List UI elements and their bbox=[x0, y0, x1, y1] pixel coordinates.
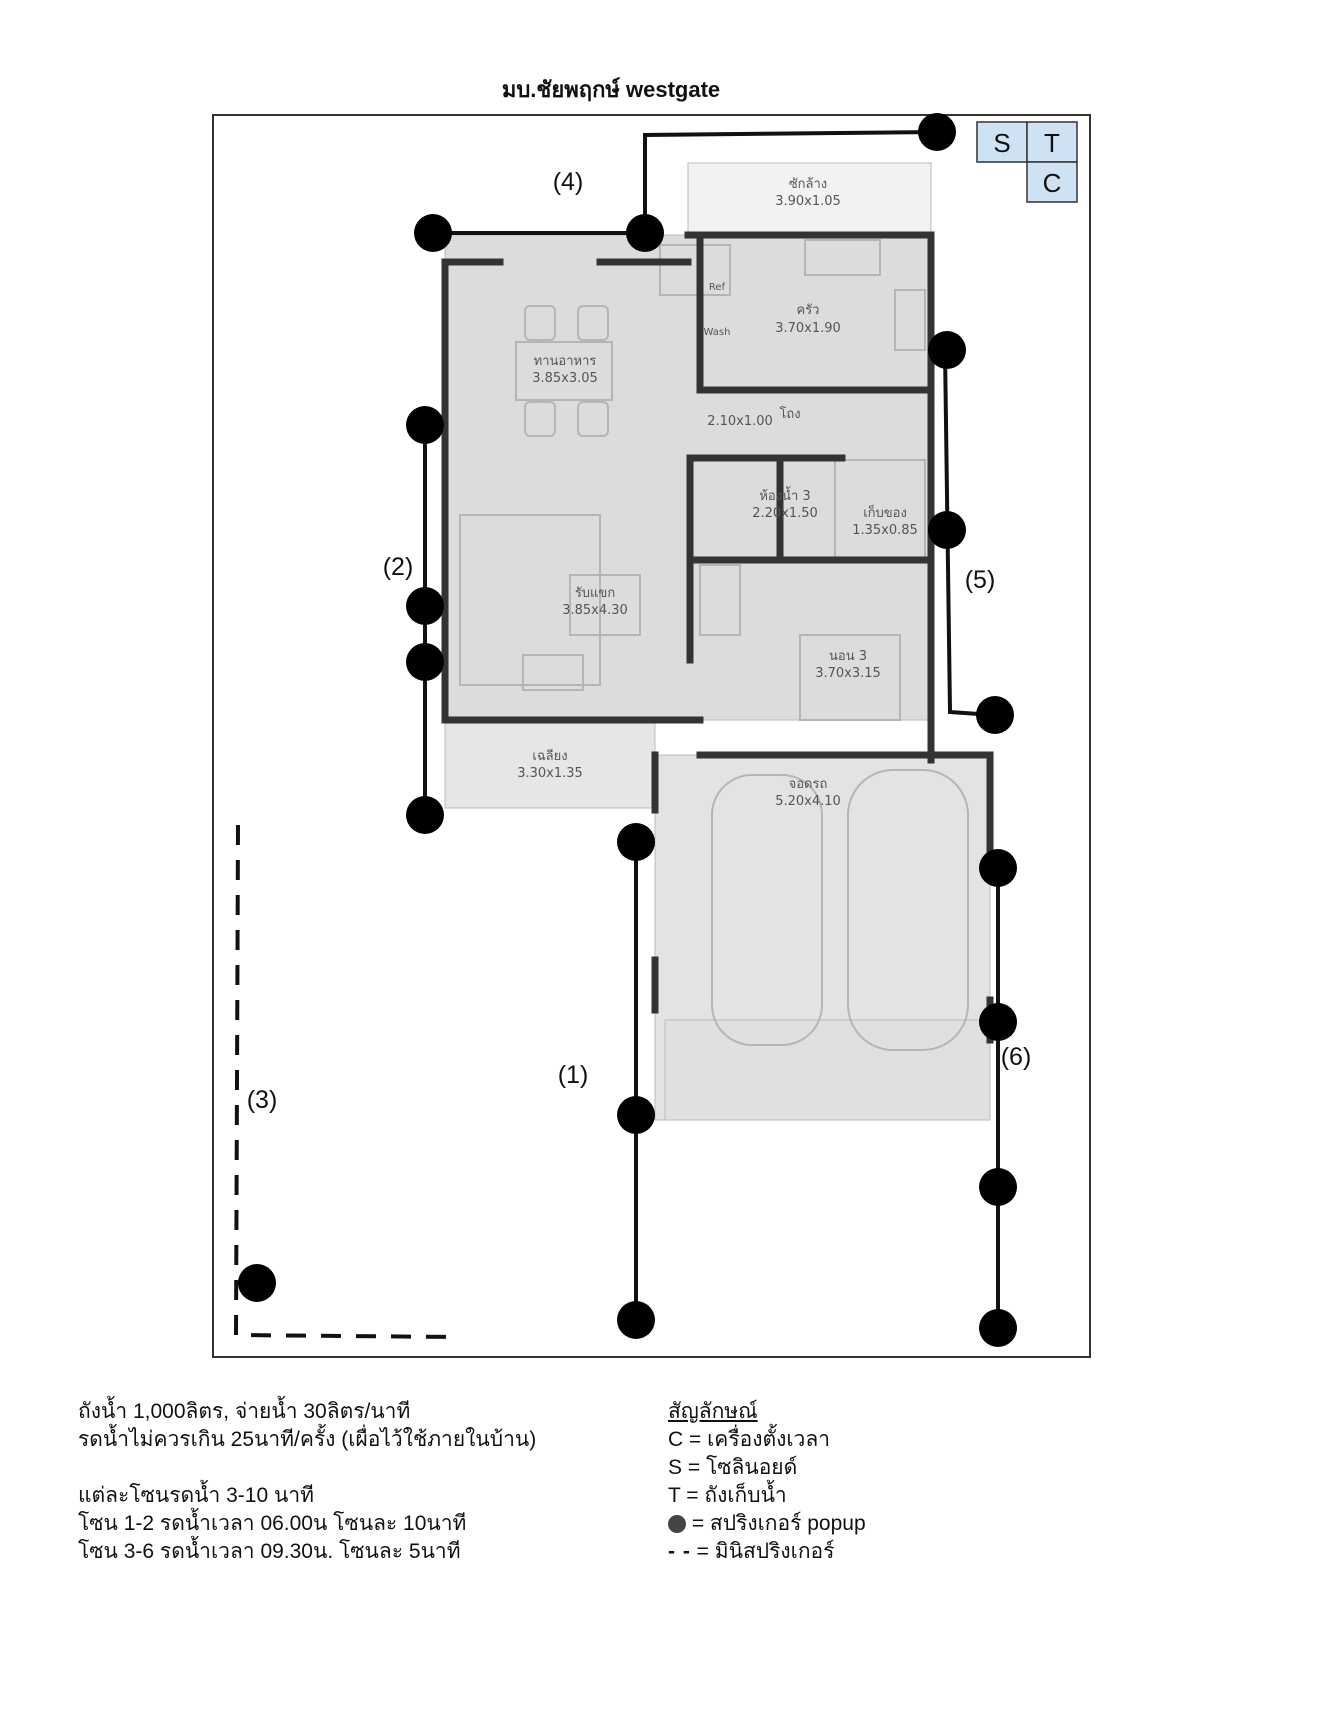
svg-text:2.10x1.00: 2.10x1.00 bbox=[707, 414, 773, 429]
room-labels: ซักล้าง 3.90x1.05 ครัว 3.70x1.90 ทานอาหา… bbox=[517, 177, 918, 809]
zone-label-5: (5) bbox=[965, 566, 996, 594]
svg-text:3.85x3.05: 3.85x3.05 bbox=[532, 371, 598, 386]
note-line bbox=[78, 1454, 536, 1482]
note-line: แต่ละโซนรดน้ำ 3-10 นาที bbox=[78, 1484, 314, 1507]
sprinkler bbox=[979, 1309, 1017, 1347]
legend-popup-label: = สปริงเกอร์ popup bbox=[686, 1512, 866, 1535]
sprinkler bbox=[406, 587, 444, 625]
legend-item-popup: = สปริงเกอร์ popup bbox=[668, 1510, 866, 1538]
svg-text:ทานอาหาร: ทานอาหาร bbox=[534, 354, 597, 369]
svg-text:Wash: Wash bbox=[704, 327, 731, 338]
sprinkler bbox=[928, 331, 966, 369]
popup-sprinklers bbox=[238, 113, 1017, 1347]
svg-text:3.85x4.30: 3.85x4.30 bbox=[562, 603, 628, 618]
svg-text:1.35x0.85: 1.35x0.85 bbox=[852, 523, 918, 538]
svg-text:2.20x1.50: 2.20x1.50 bbox=[752, 506, 818, 521]
svg-text:ซักล้าง: ซักล้าง bbox=[789, 177, 827, 192]
svg-text:เก็บของ: เก็บของ bbox=[863, 503, 907, 521]
svg-text:Ref: Ref bbox=[709, 282, 726, 293]
terrace-floor bbox=[444, 719, 656, 809]
svg-text:3.90x1.05: 3.90x1.05 bbox=[775, 194, 841, 209]
sprinkler bbox=[617, 1301, 655, 1339]
svg-text:3.70x1.90: 3.70x1.90 bbox=[775, 321, 841, 336]
mini-sprinkler-icon: - - bbox=[668, 1540, 691, 1563]
pipe-zone3-mini bbox=[233, 824, 459, 1339]
tank-box bbox=[1026, 121, 1078, 163]
sprinkler bbox=[976, 696, 1014, 734]
sprinkler bbox=[979, 1168, 1017, 1206]
zone-labels: (1) (2) (3) (4) (5) (6) bbox=[247, 168, 1032, 1114]
note-line: รดน้ำไม่ควรเกิน 25นาที/ครั้ง (เผื่อไว้ใช… bbox=[78, 1428, 537, 1451]
svg-text:ครัว: ครัว bbox=[797, 303, 820, 318]
svg-text:5.20x4.10: 5.20x4.10 bbox=[775, 794, 841, 809]
svg-text:ห้องน้ำ 3: ห้องน้ำ 3 bbox=[759, 486, 810, 504]
zone-label-4: (4) bbox=[553, 168, 584, 196]
sprinkler bbox=[406, 643, 444, 681]
plot-boundary bbox=[212, 114, 1091, 1358]
svg-text:นอน 3: นอน 3 bbox=[829, 649, 867, 664]
sprinkler bbox=[406, 406, 444, 444]
svg-text:จอดรถ: จอดรถ bbox=[789, 777, 828, 792]
sprinkler bbox=[626, 214, 664, 252]
solenoid-box bbox=[976, 121, 1028, 163]
zone-label-3: (3) bbox=[247, 1086, 278, 1114]
sprinkler bbox=[979, 849, 1017, 887]
note-line: โซน 1-2 รดน้ำเวลา 06.00น โซนละ 10นาที bbox=[78, 1512, 467, 1535]
control-box: S T C bbox=[976, 121, 1078, 203]
legend-item-timer: C = เครื่องตั้งเวลา bbox=[668, 1428, 830, 1451]
solenoid-letter: S bbox=[993, 128, 1010, 158]
svg-text:รับแขก: รับแขก bbox=[575, 586, 615, 601]
zone-label-2: (2) bbox=[383, 553, 414, 581]
sprinkler bbox=[406, 796, 444, 834]
service-area bbox=[687, 162, 932, 236]
walls bbox=[441, 231, 994, 1044]
svg-text:3.70x3.15: 3.70x3.15 bbox=[815, 666, 881, 681]
pipe-main bbox=[643, 130, 938, 233]
sprinkler bbox=[617, 823, 655, 861]
timer-letter: C bbox=[1043, 168, 1062, 198]
note-line: ถังน้ำ 1,000ลิตร, จ่ายน้ำ 30ลิตร/นาที bbox=[78, 1400, 411, 1423]
furniture bbox=[459, 239, 969, 1051]
sprinkler bbox=[928, 511, 966, 549]
sprinkler bbox=[617, 1096, 655, 1134]
legend-mini-label: = มินิสปริงเกอร์ bbox=[690, 1540, 835, 1563]
legend-heading: สัญลักษณ์ bbox=[668, 1400, 758, 1423]
legend-item-solenoid: S = โซลินอยด์ bbox=[668, 1456, 798, 1479]
svg-text:3.30x1.35: 3.30x1.35 bbox=[517, 766, 583, 781]
popup-sprinkler-icon bbox=[668, 1515, 686, 1533]
symbol-legend: สัญลักษณ์ C = เครื่องตั้งเวลา S = โซลินอ… bbox=[668, 1398, 866, 1566]
tank-letter: T bbox=[1044, 128, 1060, 158]
sprinkler bbox=[979, 1003, 1017, 1041]
timer-box bbox=[1026, 161, 1078, 203]
zone-label-6: (6) bbox=[1001, 1043, 1032, 1071]
legend-item-mini: - - = มินิสปริงเกอร์ bbox=[668, 1538, 866, 1566]
zone-label-1: (1) bbox=[558, 1061, 589, 1089]
watering-notes: ถังน้ำ 1,000ลิตร, จ่ายน้ำ 30ลิตร/นาที รด… bbox=[78, 1398, 536, 1566]
legend-item-tank: T = ถังเก็บน้ำ bbox=[668, 1484, 787, 1507]
sprinkler bbox=[918, 113, 956, 151]
svg-text:โถง: โถง bbox=[779, 406, 800, 422]
note-line: โซน 3-6 รดน้ำเวลา 09.30น. โซนละ 5นาที bbox=[78, 1540, 461, 1563]
sprinkler bbox=[238, 1264, 276, 1302]
page-title: มบ.ชัยพฤกษ์ westgate bbox=[501, 77, 721, 102]
garage-lower bbox=[664, 1019, 991, 1121]
svg-text:เฉลียง: เฉลียง bbox=[532, 748, 567, 764]
sprinkler bbox=[414, 214, 452, 252]
